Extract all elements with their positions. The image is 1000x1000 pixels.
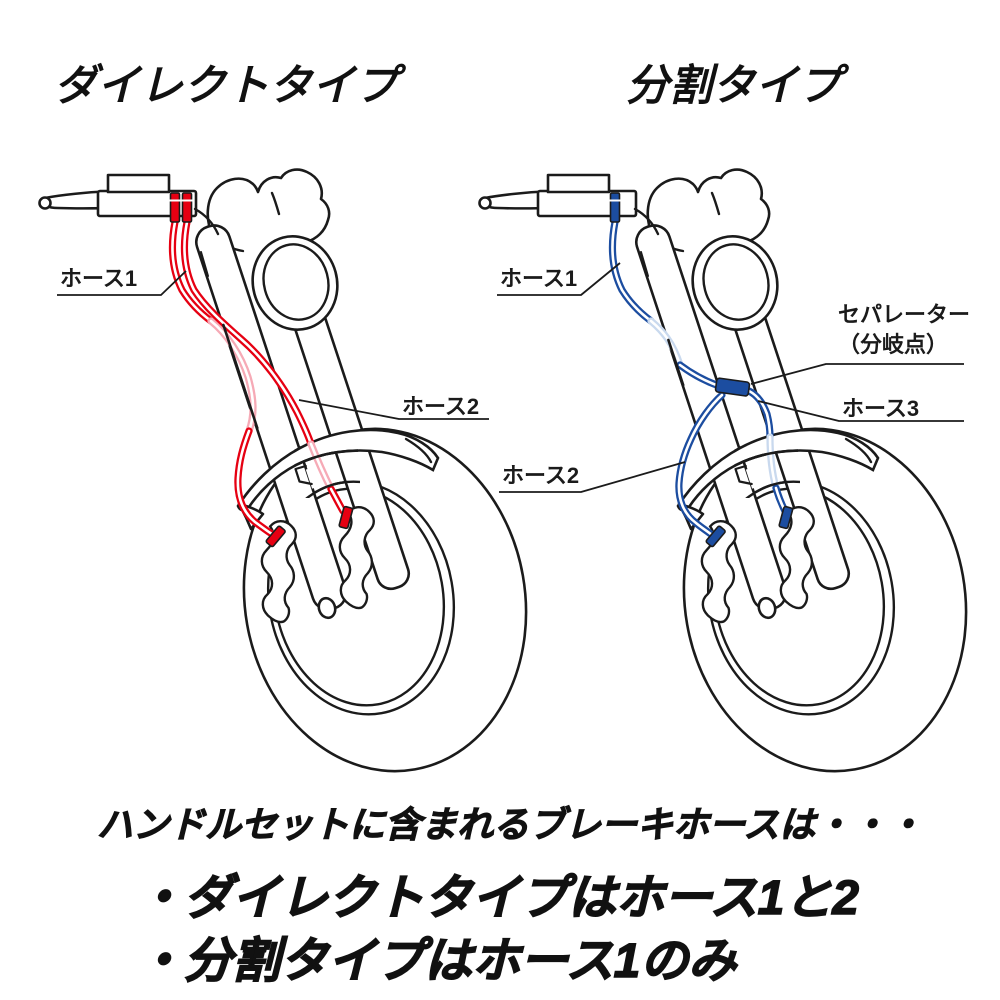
footer-bullet1: ・ダイレクトタイプはホース1と2 <box>135 871 860 926</box>
title-direct-type: ダイレクトタイプ <box>54 62 398 110</box>
label-split-hose2: ホース2 <box>502 463 580 488</box>
hose-fittings <box>169 192 794 548</box>
direct-hoses <box>168 218 360 538</box>
split-hoses <box>608 218 800 539</box>
label-separator-line2: （分岐点） <box>838 332 949 357</box>
label-direct-hose1: ホース1 <box>60 266 138 291</box>
label-split-hose3: ホース3 <box>842 396 920 421</box>
title-split-type: 分割タイプ <box>626 62 841 110</box>
label-separator: セパレーター （分岐点） <box>838 300 970 360</box>
footer-bullet2: ・分割タイプはホース1のみ <box>135 934 737 989</box>
leader-lines <box>57 262 964 493</box>
label-separator-line1: セパレーター <box>838 302 971 327</box>
label-split-hose1: ホース1 <box>500 266 578 291</box>
separator-block <box>714 377 751 397</box>
footer-line1: ハンドルセットに含まれるブレーキホースは・・・ <box>96 803 924 845</box>
label-direct-hose2: ホース2 <box>402 394 480 419</box>
